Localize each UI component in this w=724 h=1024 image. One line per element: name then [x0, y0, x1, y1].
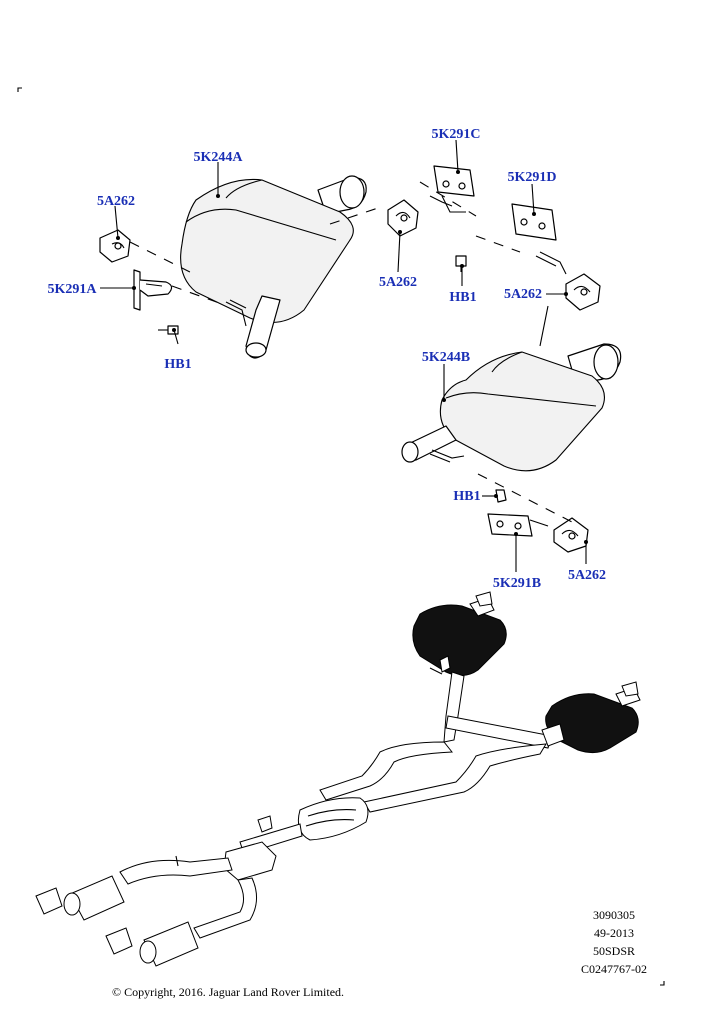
rear-muffler-a — [180, 175, 367, 359]
callout-rear-muffler-b: 5K244B — [422, 350, 470, 365]
callout-bracket-5k291c: 5K291C — [432, 127, 481, 142]
corner-mark-bottom-right — [660, 981, 665, 986]
callout-isolator-left: 5A262 — [97, 194, 135, 209]
callout-bracket-5k291a: 5K291A — [48, 282, 98, 297]
copyright-notice: © Copyright, 2016. Jaguar Land Rover Lim… — [112, 985, 344, 999]
isolator-5a262-right — [565, 273, 601, 311]
reference-line-1: 3090305 — [593, 908, 635, 922]
corner-mark-top-left — [17, 87, 22, 92]
reference-line-2: 49-2013 — [594, 926, 634, 940]
alignment-line — [329, 207, 379, 225]
rear-muffler-b — [401, 343, 622, 472]
reference-line-3: 50SDSR — [593, 944, 635, 958]
callout-bolt-hb1-left: HB1 — [164, 357, 191, 372]
bolt-hb1-middle — [455, 255, 467, 272]
callout-isolator-lower: 5A262 — [568, 568, 606, 583]
alignment-line — [475, 235, 521, 253]
isolator-5a262-lower — [553, 517, 589, 553]
reference-line-4: C0247767-02 — [581, 962, 647, 976]
bracket-5k291b — [487, 513, 549, 537]
leader-lines — [100, 139, 588, 572]
alignment-line — [171, 285, 223, 305]
callout-bracket-5k291d: 5K291D — [508, 170, 557, 185]
callout-bolt-hb1-lower: HB1 — [453, 489, 480, 504]
callout-rear-muffler-a: 5K244A — [194, 150, 244, 165]
exhaust-system-assembly — [35, 591, 641, 967]
bracket-5k291d — [511, 203, 567, 275]
isolator-5a262-middle — [387, 199, 419, 237]
callout-isolator-middle: 5A262 — [379, 275, 417, 290]
callout-bolt-hb1-middle: HB1 — [449, 290, 476, 305]
isolator-5a262-left — [99, 229, 131, 263]
bracket-5k291c — [429, 165, 475, 213]
callout-bracket-5k291b: 5K291B — [493, 576, 541, 591]
bracket-5k291a — [133, 269, 173, 311]
callout-isolator-right: 5A262 — [504, 287, 542, 302]
bolt-hb1-lower — [495, 489, 507, 503]
